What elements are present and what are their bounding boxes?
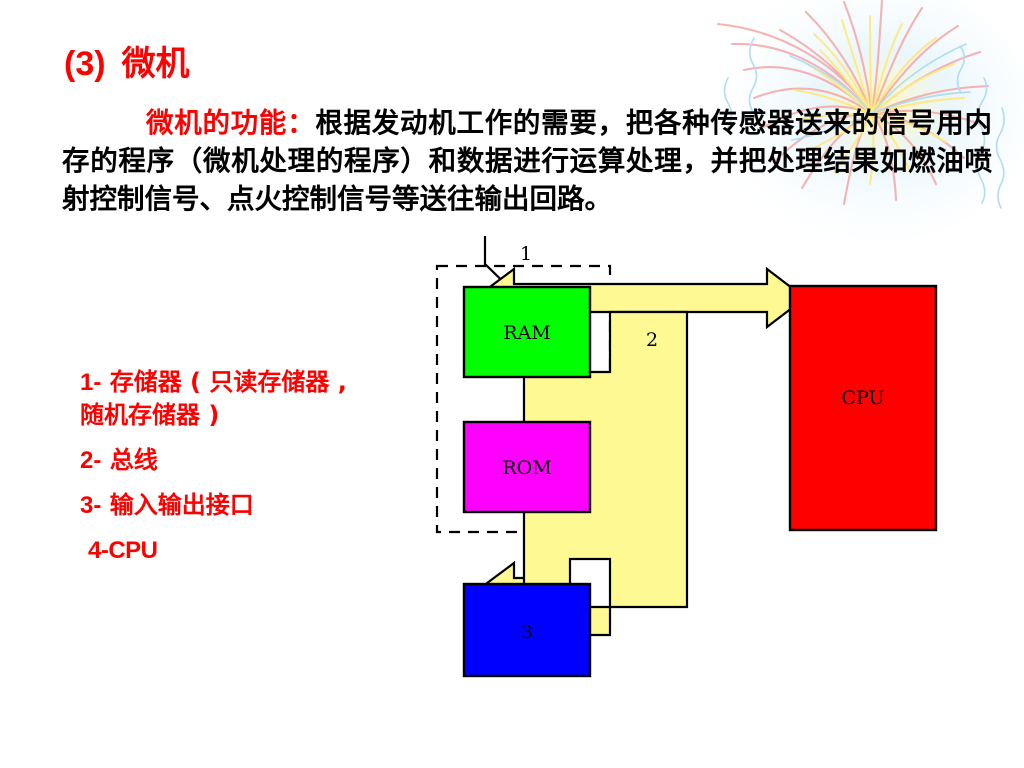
- diagram-blocks: RAM ROM 3 CPU: [462, 284, 938, 678]
- diagram-group-label-1: 1: [520, 243, 532, 265]
- block-cpu: [788, 284, 938, 532]
- legend-item-3: 3- 输入输出接口: [80, 489, 360, 522]
- legend-item-1: 1- 存储器 ( 只读存储器 , 随机存储器 ): [80, 366, 360, 432]
- block-io-interface-label: 3: [521, 622, 532, 643]
- legend-item-1-number: 1-: [80, 369, 102, 396]
- body-paragraph: 微机的功能：根据发动机工作的需要，把各种传感器送来的信号用内存的程序（微机处理的…: [62, 104, 992, 218]
- legend-item-2: 2- 总线: [80, 444, 360, 477]
- slide-title-number: (3): [64, 45, 106, 83]
- legend-item-3-number: 3-: [80, 492, 102, 519]
- legend-item-2-label: 总线: [109, 446, 158, 474]
- block-ram: [462, 285, 592, 379]
- legend-list: 1- 存储器 ( 只读存储器 , 随机存储器 ) 2- 总线 3- 输入输出接口…: [80, 366, 360, 579]
- block-cpu-label: CPU: [841, 387, 884, 409]
- slide-title-text: 微机: [121, 44, 190, 84]
- slide-title: (3) 微机: [64, 36, 190, 85]
- diagram-bus-label-2: 2: [646, 329, 658, 351]
- block-rom: [462, 420, 592, 514]
- legend-item-2-number: 2-: [80, 447, 102, 474]
- block-rom-label: ROM: [502, 457, 551, 479]
- bus-horizontal-bar: [483, 236, 522, 300]
- body-paragraph-lead: 微机的功能：: [146, 107, 316, 139]
- legend-item-3-label: 输入输出接口: [109, 491, 254, 519]
- legend-item-1-label: 存储器 ( 只读存储器 , 随机存储器 ): [80, 368, 347, 429]
- legend-item-4: 4-CPU: [88, 537, 158, 564]
- microcomputer-block-diagram: 1 RAM ROM 3 CPU 2: [420, 236, 980, 696]
- block-io-interface: [462, 582, 592, 678]
- block-ram-label: RAM: [503, 322, 550, 344]
